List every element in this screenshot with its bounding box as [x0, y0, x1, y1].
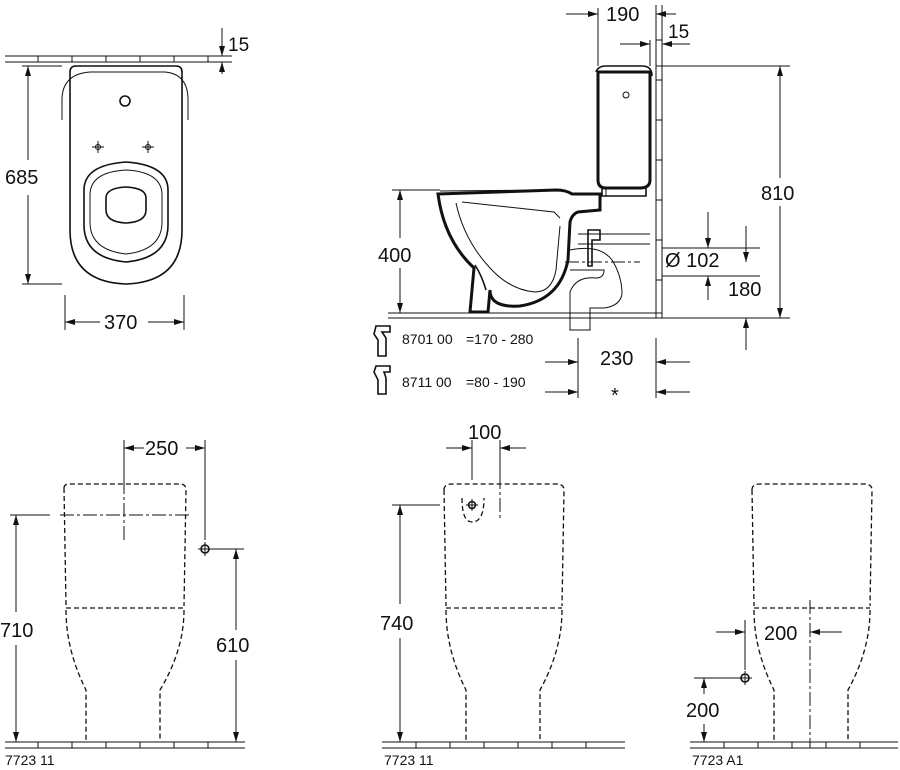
side-inlet-point-icon — [738, 671, 752, 685]
outlet-pipe — [578, 233, 650, 245]
front-2-button-recess — [461, 497, 485, 523]
top-view: 685 370 15 — [5, 28, 249, 334]
connector-8701-icon — [373, 325, 391, 357]
dim-370-label: 370 — [104, 312, 137, 334]
dim-200-vertical: 200 — [686, 677, 738, 742]
dim-250: 250 — [123, 438, 206, 540]
dim-diameter-102-label: Ø 102 — [665, 250, 719, 272]
tank-line-top — [61, 71, 189, 120]
dim-180: 180 — [728, 226, 761, 350]
connector-legend-1: 8701 00 =170 - 280 — [373, 325, 534, 357]
bowl-inner — [455, 202, 561, 293]
front-2-bowl — [445, 609, 563, 742]
dim-810: 810 — [656, 65, 794, 319]
front-3-bowl — [753, 609, 871, 742]
bowl-outline-top — [69, 65, 183, 285]
connector-1-range: =170 - 280 — [466, 331, 534, 347]
connector-legend-2: 8711 00 =80 - 190 — [373, 365, 526, 395]
trap-side — [474, 264, 487, 291]
front-2-button-icon — [466, 499, 478, 511]
connector-elbow — [569, 247, 623, 331]
dim-370: 370 — [64, 295, 185, 334]
seat-outline-top — [83, 161, 169, 263]
bowl-opening-top — [105, 186, 147, 224]
front-3-tank — [751, 483, 873, 607]
fixing-point-left-icon — [92, 141, 104, 153]
fixing-point-right-icon — [142, 141, 154, 153]
seat-top-line — [439, 189, 561, 192]
dim-15-top: 15 — [219, 28, 249, 74]
wall-hatch-top — [5, 55, 232, 63]
tank-lid — [595, 65, 653, 77]
dim-400-label: 400 — [378, 245, 411, 267]
front-2-tank — [443, 483, 565, 607]
dim-230: 230 * — [545, 338, 690, 407]
floor-front-2 — [382, 741, 625, 749]
article-number-3: 7723 A1 — [692, 752, 744, 768]
front-1-bowl — [65, 609, 185, 742]
connector-8711-icon — [373, 365, 391, 395]
article-number-1: 7723 11 — [5, 752, 55, 768]
asterisk-note: * — [611, 385, 619, 407]
tank-button-icon — [622, 91, 630, 99]
dim-diameter-102: Ø 102 — [662, 212, 760, 300]
dim-200-horizontal: 200 — [716, 620, 842, 670]
floor-front-1 — [5, 741, 245, 749]
dim-685: 685 — [5, 65, 62, 285]
tank-base — [601, 188, 647, 197]
dim-15-side: 15 — [620, 22, 690, 66]
dim-100: 100 — [446, 422, 526, 480]
front-view-3: 200 200 7723 A1 — [686, 483, 898, 768]
connector-1-code: 8701 00 — [402, 331, 453, 347]
dim-200-vertical-label: 200 — [686, 700, 719, 722]
connector-2-range: =80 - 190 — [466, 374, 526, 390]
dim-610-label: 610 — [216, 635, 249, 657]
dim-15-top-label: 15 — [228, 35, 249, 56]
connector-2-code: 8711 00 — [402, 374, 452, 390]
tank-side — [596, 70, 652, 190]
inlet-point-icon — [198, 542, 212, 556]
article-number-2: 7723 11 — [384, 752, 434, 768]
floor-front-3 — [690, 741, 898, 749]
dim-400: 400 — [378, 189, 440, 313]
bowl-side — [436, 188, 602, 314]
front-1-tank — [63, 483, 187, 607]
seat-side — [461, 201, 561, 219]
dim-740: 740 — [380, 505, 413, 742]
dim-250-label: 250 — [145, 438, 178, 460]
front-view-1: 250 710 610 7723 11 — [0, 438, 249, 768]
dim-190-label: 190 — [606, 4, 639, 26]
dim-180-label: 180 — [728, 279, 761, 301]
dim-710: 710 — [0, 515, 33, 742]
dim-740-label: 740 — [380, 613, 413, 635]
seat-inner-top — [89, 169, 163, 255]
flush-button-icon — [119, 95, 131, 107]
front-1-tank-left — [63, 487, 67, 607]
dim-200-horizontal-label: 200 — [764, 623, 797, 645]
front-view-2: 100 740 7723 11 — [380, 422, 625, 768]
dim-685-label: 685 — [5, 167, 38, 189]
dim-230-label: 230 — [600, 348, 633, 370]
floor-side — [388, 312, 662, 319]
dim-190: 190 — [566, 4, 676, 66]
dim-810-label: 810 — [761, 183, 794, 205]
dim-100-label: 100 — [468, 422, 501, 444]
dim-710-label: 710 — [0, 620, 33, 642]
dim-610: 610 — [212, 548, 249, 742]
wall-side — [655, 5, 663, 318]
dim-15-side-label: 15 — [668, 22, 689, 43]
side-view: 190 15 810 400 — [373, 4, 794, 407]
outlet-bracket — [587, 229, 601, 267]
